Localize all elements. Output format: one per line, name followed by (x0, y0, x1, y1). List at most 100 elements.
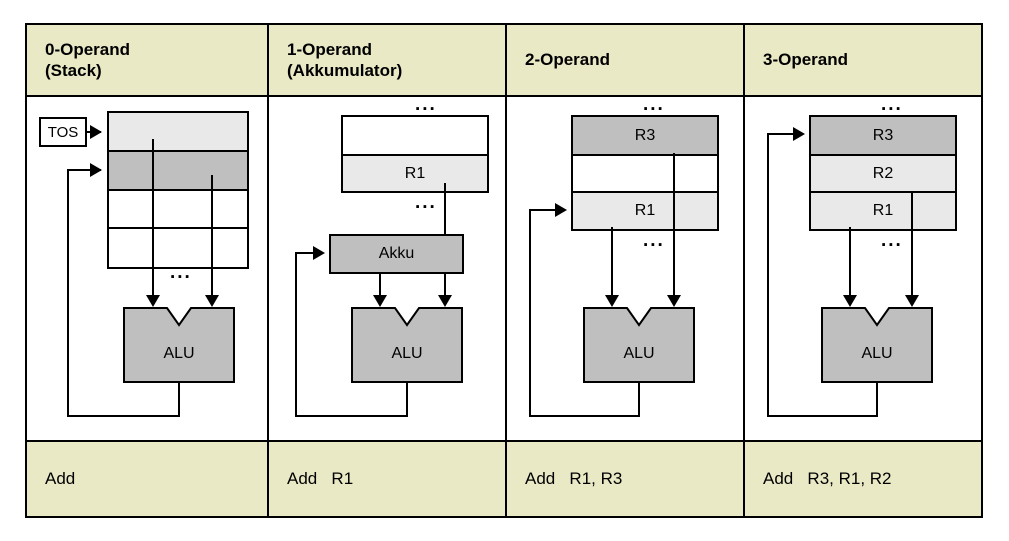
feedback-arrow-head-icon (793, 127, 805, 141)
header-subtitle-zero-operand: (Stack) (45, 61, 102, 80)
accumulator-box: Akku (329, 234, 464, 274)
feedback-line-up (767, 133, 769, 417)
r1-operand-arrow-icon (843, 295, 857, 307)
regfile-ellipsis-bottom-two: ... (643, 230, 665, 251)
stack-operand-line-left (152, 139, 154, 299)
header-subtitle-one-operand: (Akkumulator) (287, 61, 403, 80)
instruction-cell-one-operand: Add R1 (269, 442, 507, 516)
akku-to-alu-line (379, 273, 381, 299)
feedback-line-up (67, 169, 69, 417)
diagram-one-operand: ... R1 ... Akku (269, 94, 507, 440)
r1-operand-arrow-icon (605, 295, 619, 307)
header-title-two-operand: 2-Operand (525, 50, 611, 70)
register-cell-r1: R1 (811, 193, 955, 229)
regfile-ellipsis-top-three: ... (881, 94, 903, 115)
register-cell-r1-label: R1 (404, 164, 426, 182)
header-cell-two-operand: 2-Operand (507, 25, 745, 95)
regfile-ellipsis-top-two: ... (643, 94, 665, 115)
register-cell-r1-label: R1 (634, 202, 656, 219)
table-diagram-row: TOS (27, 94, 981, 442)
feedback-line-down (406, 382, 408, 417)
tos-label: TOS (47, 123, 79, 141)
feedback-line-top (767, 133, 803, 135)
stack-operand-line-right (211, 175, 213, 299)
instruction-cell-three-operand: Add R3, R1, R2 (745, 442, 981, 516)
feedback-arrow-head-icon (90, 163, 102, 177)
r2-operand-arrow-icon (905, 295, 919, 307)
header-title-zero-operand: 0-Operand (45, 39, 131, 59)
instruction-cell-zero-operand: Add (27, 442, 269, 516)
feedback-line-down (638, 382, 640, 417)
tos-arrow-head-icon (90, 125, 102, 139)
r3-operand-arrow-icon (667, 295, 681, 307)
stack-cell-0 (109, 113, 247, 152)
table-header-row: 0-Operand (Stack) 1-Operand (Akkumulator… (27, 25, 981, 97)
regfile-ellipsis-bottom-one: ... (415, 192, 437, 213)
register-block-three-operand: R3 R2 R1 (809, 115, 957, 231)
feedback-line-up (529, 209, 531, 417)
instruction-three-operand: Add R3, R1, R2 (763, 469, 892, 488)
header-title-one-operand: 1-Operand (287, 39, 373, 59)
stack-cell-2 (109, 191, 247, 229)
register-cell-r2-label: R2 (872, 164, 894, 182)
stack-cell-1 (109, 152, 247, 191)
alu-shape-icon (583, 307, 695, 383)
regfile-ellipsis-bottom-three: ... (881, 230, 903, 251)
feedback-line-up (295, 252, 297, 417)
register-cell-blank (343, 117, 487, 156)
alu-shape-icon (351, 307, 463, 383)
operand-architectures-table: 0-Operand (Stack) 1-Operand (Akkumulator… (25, 23, 983, 518)
feedback-line-top (529, 209, 565, 211)
alu-two-operand: ALU (583, 307, 695, 383)
akku-to-alu-arrow-icon (373, 295, 387, 307)
register-cell-r2: R2 (811, 156, 955, 193)
header-cell-one-operand: 1-Operand (Akkumulator) (269, 25, 507, 95)
alu-zero-operand: ALU (123, 307, 235, 383)
feedback-line-bottom (767, 415, 878, 417)
instruction-two-operand: Add R1, R3 (525, 469, 623, 488)
alu-shape-icon (123, 307, 235, 383)
register-cell-r1-label: R1 (872, 202, 894, 219)
register-cell-r1: R1 (343, 156, 487, 191)
instruction-one-operand: Add R1 (287, 469, 354, 488)
r2-operand-line (911, 191, 913, 299)
table-instruction-row: Add Add R1 Add R1, R3 Add R3, R1, R2 (27, 442, 981, 516)
feedback-arrow-head-icon (555, 203, 567, 217)
tos-label-box: TOS (39, 117, 87, 147)
feedback-line-down (178, 382, 180, 417)
feedback-arrow-head-icon (313, 246, 325, 260)
feedback-line-bottom (529, 415, 640, 417)
r1-operand-arrow-icon (438, 295, 452, 307)
instruction-cell-two-operand: Add R1, R3 (507, 442, 745, 516)
feedback-line-bottom (67, 415, 180, 417)
r1-operand-line (849, 227, 851, 299)
register-cell-r3: R3 (811, 117, 955, 156)
feedback-line-top (67, 169, 101, 171)
stack-ellipsis: ... (170, 262, 192, 283)
header-cell-three-operand: 3-Operand (745, 25, 981, 95)
alu-one-operand: ALU (351, 307, 463, 383)
register-cell-r1: R1 (573, 193, 717, 229)
diagram-two-operand: ... R3 R1 ... (507, 94, 745, 440)
alu-shape-icon (821, 307, 933, 383)
alu-three-operand: ALU (821, 307, 933, 383)
instruction-zero-operand: Add (45, 469, 76, 488)
header-cell-zero-operand: 0-Operand (Stack) (27, 25, 269, 95)
register-cell-r3-label: R3 (872, 126, 894, 144)
stack-cell-3 (109, 229, 247, 267)
register-cell-r3-label: R3 (634, 126, 656, 144)
feedback-line-top (295, 252, 323, 254)
stack-operand-arrow-right-icon (205, 295, 219, 307)
feedback-line-bottom (295, 415, 408, 417)
r3-operand-line (673, 153, 675, 299)
register-cell-blank (573, 156, 717, 193)
header-title-three-operand: 3-Operand (763, 50, 849, 70)
stack-block (107, 111, 249, 269)
stack-operand-arrow-left-icon (146, 295, 160, 307)
register-block-two-operand: R3 R1 (571, 115, 719, 231)
r1-operand-line (611, 227, 613, 299)
regfile-ellipsis-top-one: ... (415, 94, 437, 115)
diagram-three-operand: ... R3 R2 R1 ... (745, 94, 981, 440)
register-block-one-operand: R1 (341, 115, 489, 193)
register-cell-r3: R3 (573, 117, 717, 156)
